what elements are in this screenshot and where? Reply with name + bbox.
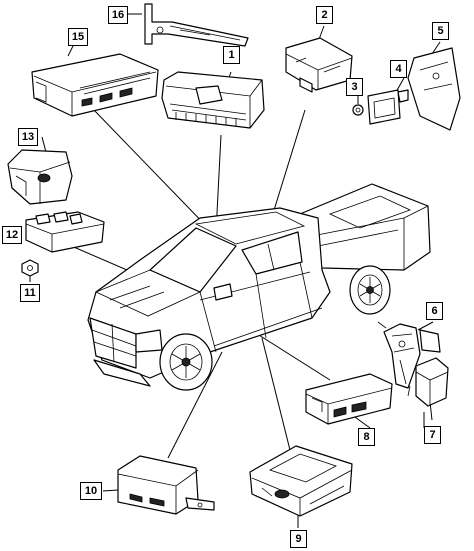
- part-4-sensor: [367, 89, 409, 125]
- callout-12: 12: [2, 226, 22, 244]
- callout-15: 15: [68, 28, 88, 46]
- part-16-bracket: [144, 3, 249, 47]
- part-15-module: [31, 53, 159, 117]
- part-6-bracket: [377, 321, 441, 397]
- part-10-module: [117, 455, 215, 515]
- part-11-nut: [21, 259, 39, 277]
- leader-5: [431, 41, 441, 55]
- leader-10: [102, 489, 119, 492]
- callout-13: 13: [18, 128, 38, 146]
- callout-2: 2: [316, 6, 333, 24]
- part-13-module: [7, 149, 73, 205]
- callout-9: 9: [290, 530, 307, 548]
- callout-1: 1: [223, 46, 240, 64]
- callout-3: 3: [346, 78, 363, 96]
- callout-6: 6: [426, 302, 443, 320]
- part-1-module: [161, 71, 265, 129]
- part-5-plate: [407, 47, 461, 131]
- part-12-relay: [25, 211, 105, 253]
- leader-15: [91, 107, 213, 233]
- part-9-module: [249, 445, 353, 517]
- leader-10b: [167, 351, 223, 459]
- leader-13: [41, 136, 47, 153]
- callout-10: 10: [80, 482, 102, 500]
- part-2-module: [285, 37, 353, 93]
- callout-8: 8: [358, 428, 375, 446]
- callout-7: 7: [424, 426, 441, 444]
- callout-5: 5: [432, 22, 449, 40]
- part-8-module: [305, 373, 393, 425]
- leader-6: [417, 321, 434, 331]
- callout-16: 16: [108, 6, 128, 24]
- callout-11: 11: [20, 284, 40, 302]
- leader-9b: [261, 337, 291, 451]
- pickup-truck: [87, 183, 431, 391]
- part-3-nut: [352, 104, 364, 116]
- callout-4: 4: [390, 60, 407, 78]
- part-7-module: [415, 357, 449, 407]
